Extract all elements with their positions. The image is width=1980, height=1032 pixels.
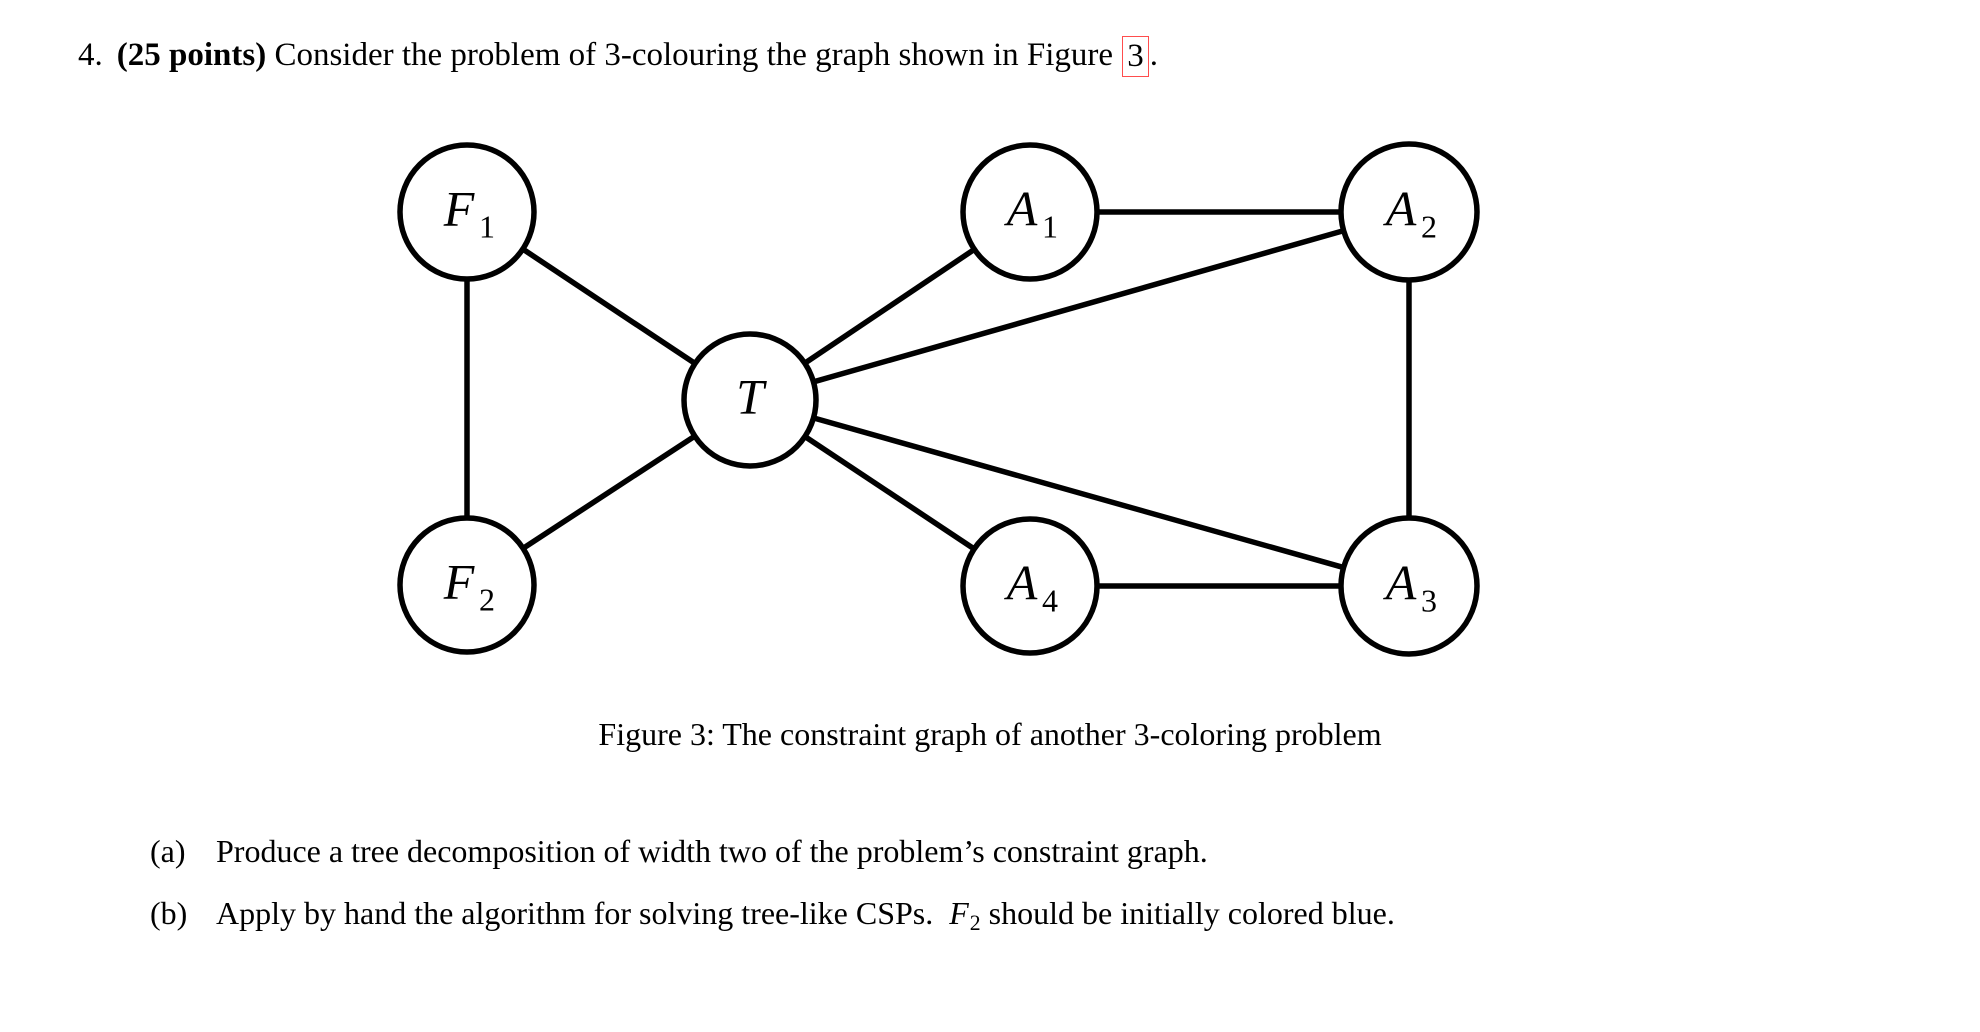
- question-points: (25 points): [116, 37, 267, 73]
- spacer: [1113, 37, 1121, 73]
- node-subscript-a1: 1: [1042, 208, 1058, 244]
- node-label-a2: A: [1383, 180, 1417, 236]
- graph-node-t[interactable]: T: [681, 331, 819, 469]
- figure-reference-link[interactable]: 3: [1122, 36, 1149, 77]
- node-circle-t: [681, 331, 819, 469]
- graph-edge-f2-t: [519, 432, 698, 552]
- node-circle-f2: [397, 515, 537, 655]
- node-label-t: T: [736, 368, 767, 424]
- subitem-b-text-1: Apply by hand the algorithm for solving …: [216, 895, 934, 931]
- subitem-a-text: Produce a tree decomposition of width tw…: [216, 833, 1208, 869]
- spacer: [981, 895, 989, 931]
- figure-caption: Figure 3: The constraint graph of anothe…: [598, 716, 1382, 752]
- subitem-b-math-variable: F2: [949, 895, 980, 935]
- graph-edge-t-a3: [810, 414, 1347, 571]
- node-subscript-f2: 2: [479, 581, 495, 617]
- subitem-a-marker: (a): [150, 833, 186, 869]
- math-subscript: 2: [969, 911, 981, 936]
- graph-edge-f1-t: [519, 245, 699, 367]
- question-statement: Consider the problem of 3-colouring the …: [274, 37, 1114, 73]
- node-subscript-f1: 1: [479, 208, 495, 244]
- node-label-f2: F: [443, 553, 475, 609]
- node-circle-a2: [1338, 141, 1480, 283]
- graph-edge-t-a2: [810, 227, 1347, 386]
- math-base: F: [949, 895, 969, 931]
- spacer: [933, 895, 949, 931]
- node-circle-a1: [960, 142, 1100, 282]
- node-subscript-a4: 4: [1042, 582, 1058, 618]
- node-label-a4: A: [1004, 554, 1038, 610]
- node-subscript-a2: 2: [1421, 208, 1437, 244]
- question-number: 4.: [78, 37, 103, 73]
- node-label-a1: A: [1004, 180, 1038, 236]
- graph-edge-t-a1: [801, 245, 978, 367]
- node-circle-f1: [397, 142, 537, 282]
- subitem-b: (b) Apply by hand the algorithm for solvi…: [150, 890, 1395, 946]
- question-period: .: [1149, 37, 1159, 73]
- question-line: 4. (25 points) Consider the problem of 3-…: [78, 32, 1918, 78]
- node-subscript-a3: 3: [1421, 582, 1437, 618]
- graph-edge-t-a4: [801, 433, 978, 553]
- subitem-a: (a) Produce a tree decomposition of width…: [150, 828, 1208, 874]
- subitem-b-text-2: should be initially colored blue.: [988, 895, 1395, 931]
- node-circle-a3: [1338, 515, 1480, 657]
- node-circle-a4: [960, 516, 1100, 656]
- subitem-b-marker: (b): [150, 895, 188, 931]
- graph-edge-layer: [464, 209, 1412, 589]
- node-label-a3: A: [1383, 554, 1417, 610]
- node-label-f1: F: [443, 180, 475, 236]
